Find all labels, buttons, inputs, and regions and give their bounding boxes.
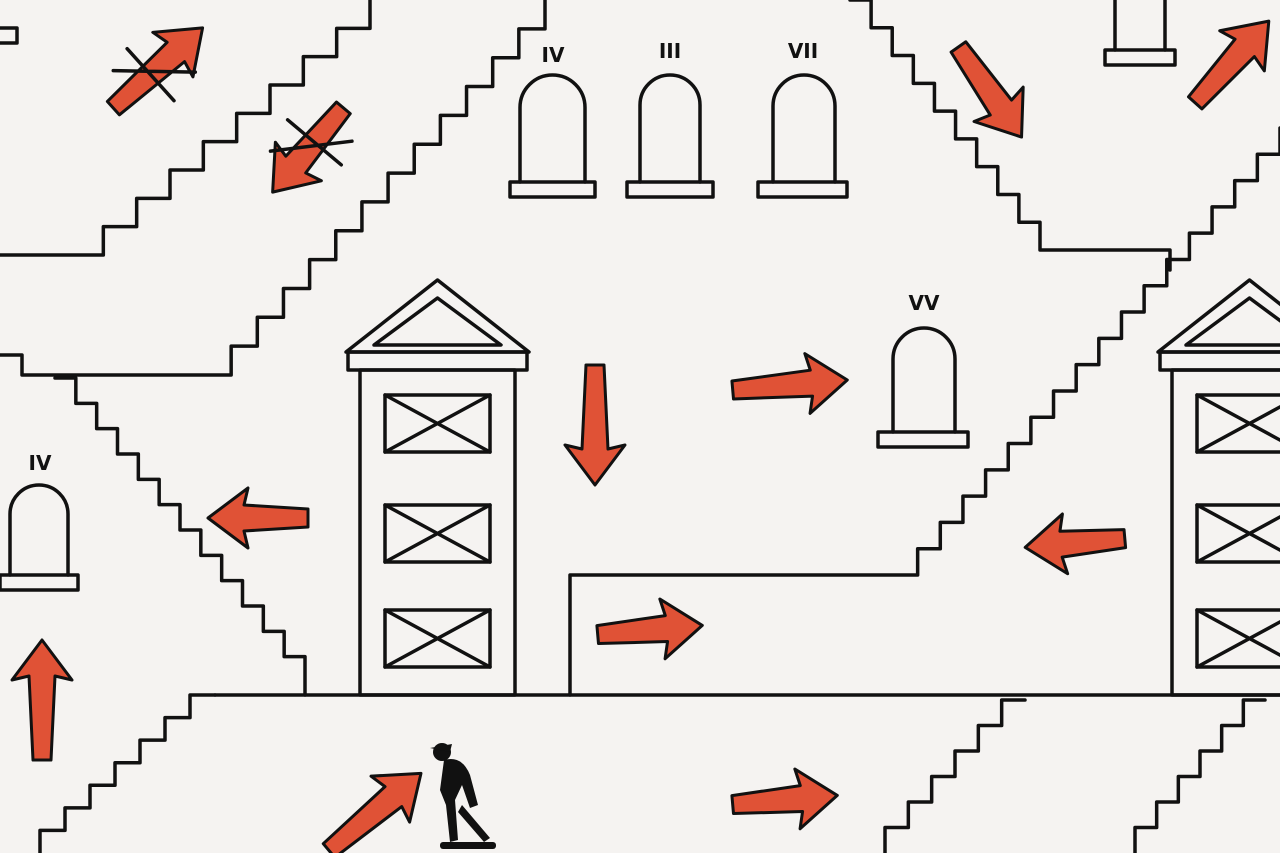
tower-left-window-0 <box>383 393 492 454</box>
arrow-shape-9 <box>10 638 74 762</box>
arrow-icon <box>1187 19 1271 111</box>
cross-mark-0 <box>111 46 198 103</box>
tower-left-window-cross-2 <box>383 608 492 669</box>
arch-iv-top-arch <box>518 73 587 184</box>
crossed-arrow-icon <box>105 26 205 117</box>
arch-label-vv: VV <box>909 291 940 315</box>
stair-line-5 <box>883 698 1027 853</box>
arch-top-right <box>1113 0 1167 52</box>
arrow-shape-5 <box>730 352 849 415</box>
arch-label-iii: III <box>659 39 681 63</box>
arch-vii-base <box>756 180 849 199</box>
tower-right-window-2 <box>1195 608 1280 669</box>
arrow-icon <box>730 767 839 831</box>
arrow-shape-4 <box>563 363 627 487</box>
arrow-icon <box>321 771 423 853</box>
arrow-icon <box>595 597 704 661</box>
crossed-arrow-icon <box>268 100 354 194</box>
tower-left-window-cross-0 <box>383 393 492 454</box>
arrow-icon <box>563 363 627 487</box>
tower-right-pediment-inner <box>1184 296 1280 347</box>
arch-iv-left-base <box>0 573 80 592</box>
stair-line-6 <box>1133 698 1267 853</box>
structures <box>0 0 1280 697</box>
arrow-icon <box>1023 512 1128 576</box>
arrow-icon <box>206 486 310 550</box>
tower-left-pediment-inner <box>372 296 503 347</box>
arch-label-vii: VII <box>788 39 818 63</box>
tower-left-window-cross-1 <box>383 503 492 564</box>
tower-right-window-1 <box>1195 503 1280 564</box>
arrow-shape-7 <box>1023 512 1128 576</box>
arrow-shape-8 <box>595 597 704 661</box>
tower-left-window-1 <box>383 503 492 564</box>
stair-line-8 <box>568 126 1280 697</box>
arrow-shape-11 <box>730 767 839 831</box>
tower-right-window-cross-1 <box>1195 503 1280 564</box>
tower-left-pediment <box>344 278 531 354</box>
stair-line-1 <box>0 0 547 377</box>
stair-line-0 <box>0 0 372 257</box>
arch-iv-left-arch <box>8 483 70 577</box>
arch-label-iv-top: IV <box>542 43 565 67</box>
arrow-icon <box>10 638 74 762</box>
arch-iii-base <box>625 180 715 199</box>
arch-label-iv-left: IV <box>29 451 52 475</box>
tower-right-window-cross-2 <box>1195 608 1280 669</box>
tower-left-window-2 <box>383 608 492 669</box>
arrow-shape-3 <box>1187 19 1271 111</box>
arch-vv-arch <box>891 326 957 434</box>
arch-top-right-base <box>1103 48 1177 67</box>
arrow-icon <box>730 352 849 415</box>
cross-mark-1 <box>268 118 354 167</box>
arch-iv-top-base <box>508 180 597 199</box>
tower-right-window-0 <box>1195 393 1280 454</box>
arch-iii-arch <box>638 73 702 184</box>
stair-line-7 <box>848 0 1172 272</box>
arrow-shape-10 <box>321 771 423 853</box>
arrow-shape-6 <box>206 486 310 550</box>
tower-right-pediment <box>1156 278 1280 354</box>
arch-vii-arch <box>771 73 837 184</box>
stair-line-4 <box>38 693 217 853</box>
stair-line-2 <box>53 376 307 697</box>
arrows <box>10 19 1271 853</box>
person-silhouette-icon <box>430 743 496 849</box>
arrow-shape-2 <box>949 40 1025 139</box>
arch-vv-base <box>876 430 970 449</box>
tower-right-window-cross-0 <box>1195 393 1280 454</box>
arrow-icon <box>949 40 1025 139</box>
arch-top-left-base <box>0 26 19 45</box>
